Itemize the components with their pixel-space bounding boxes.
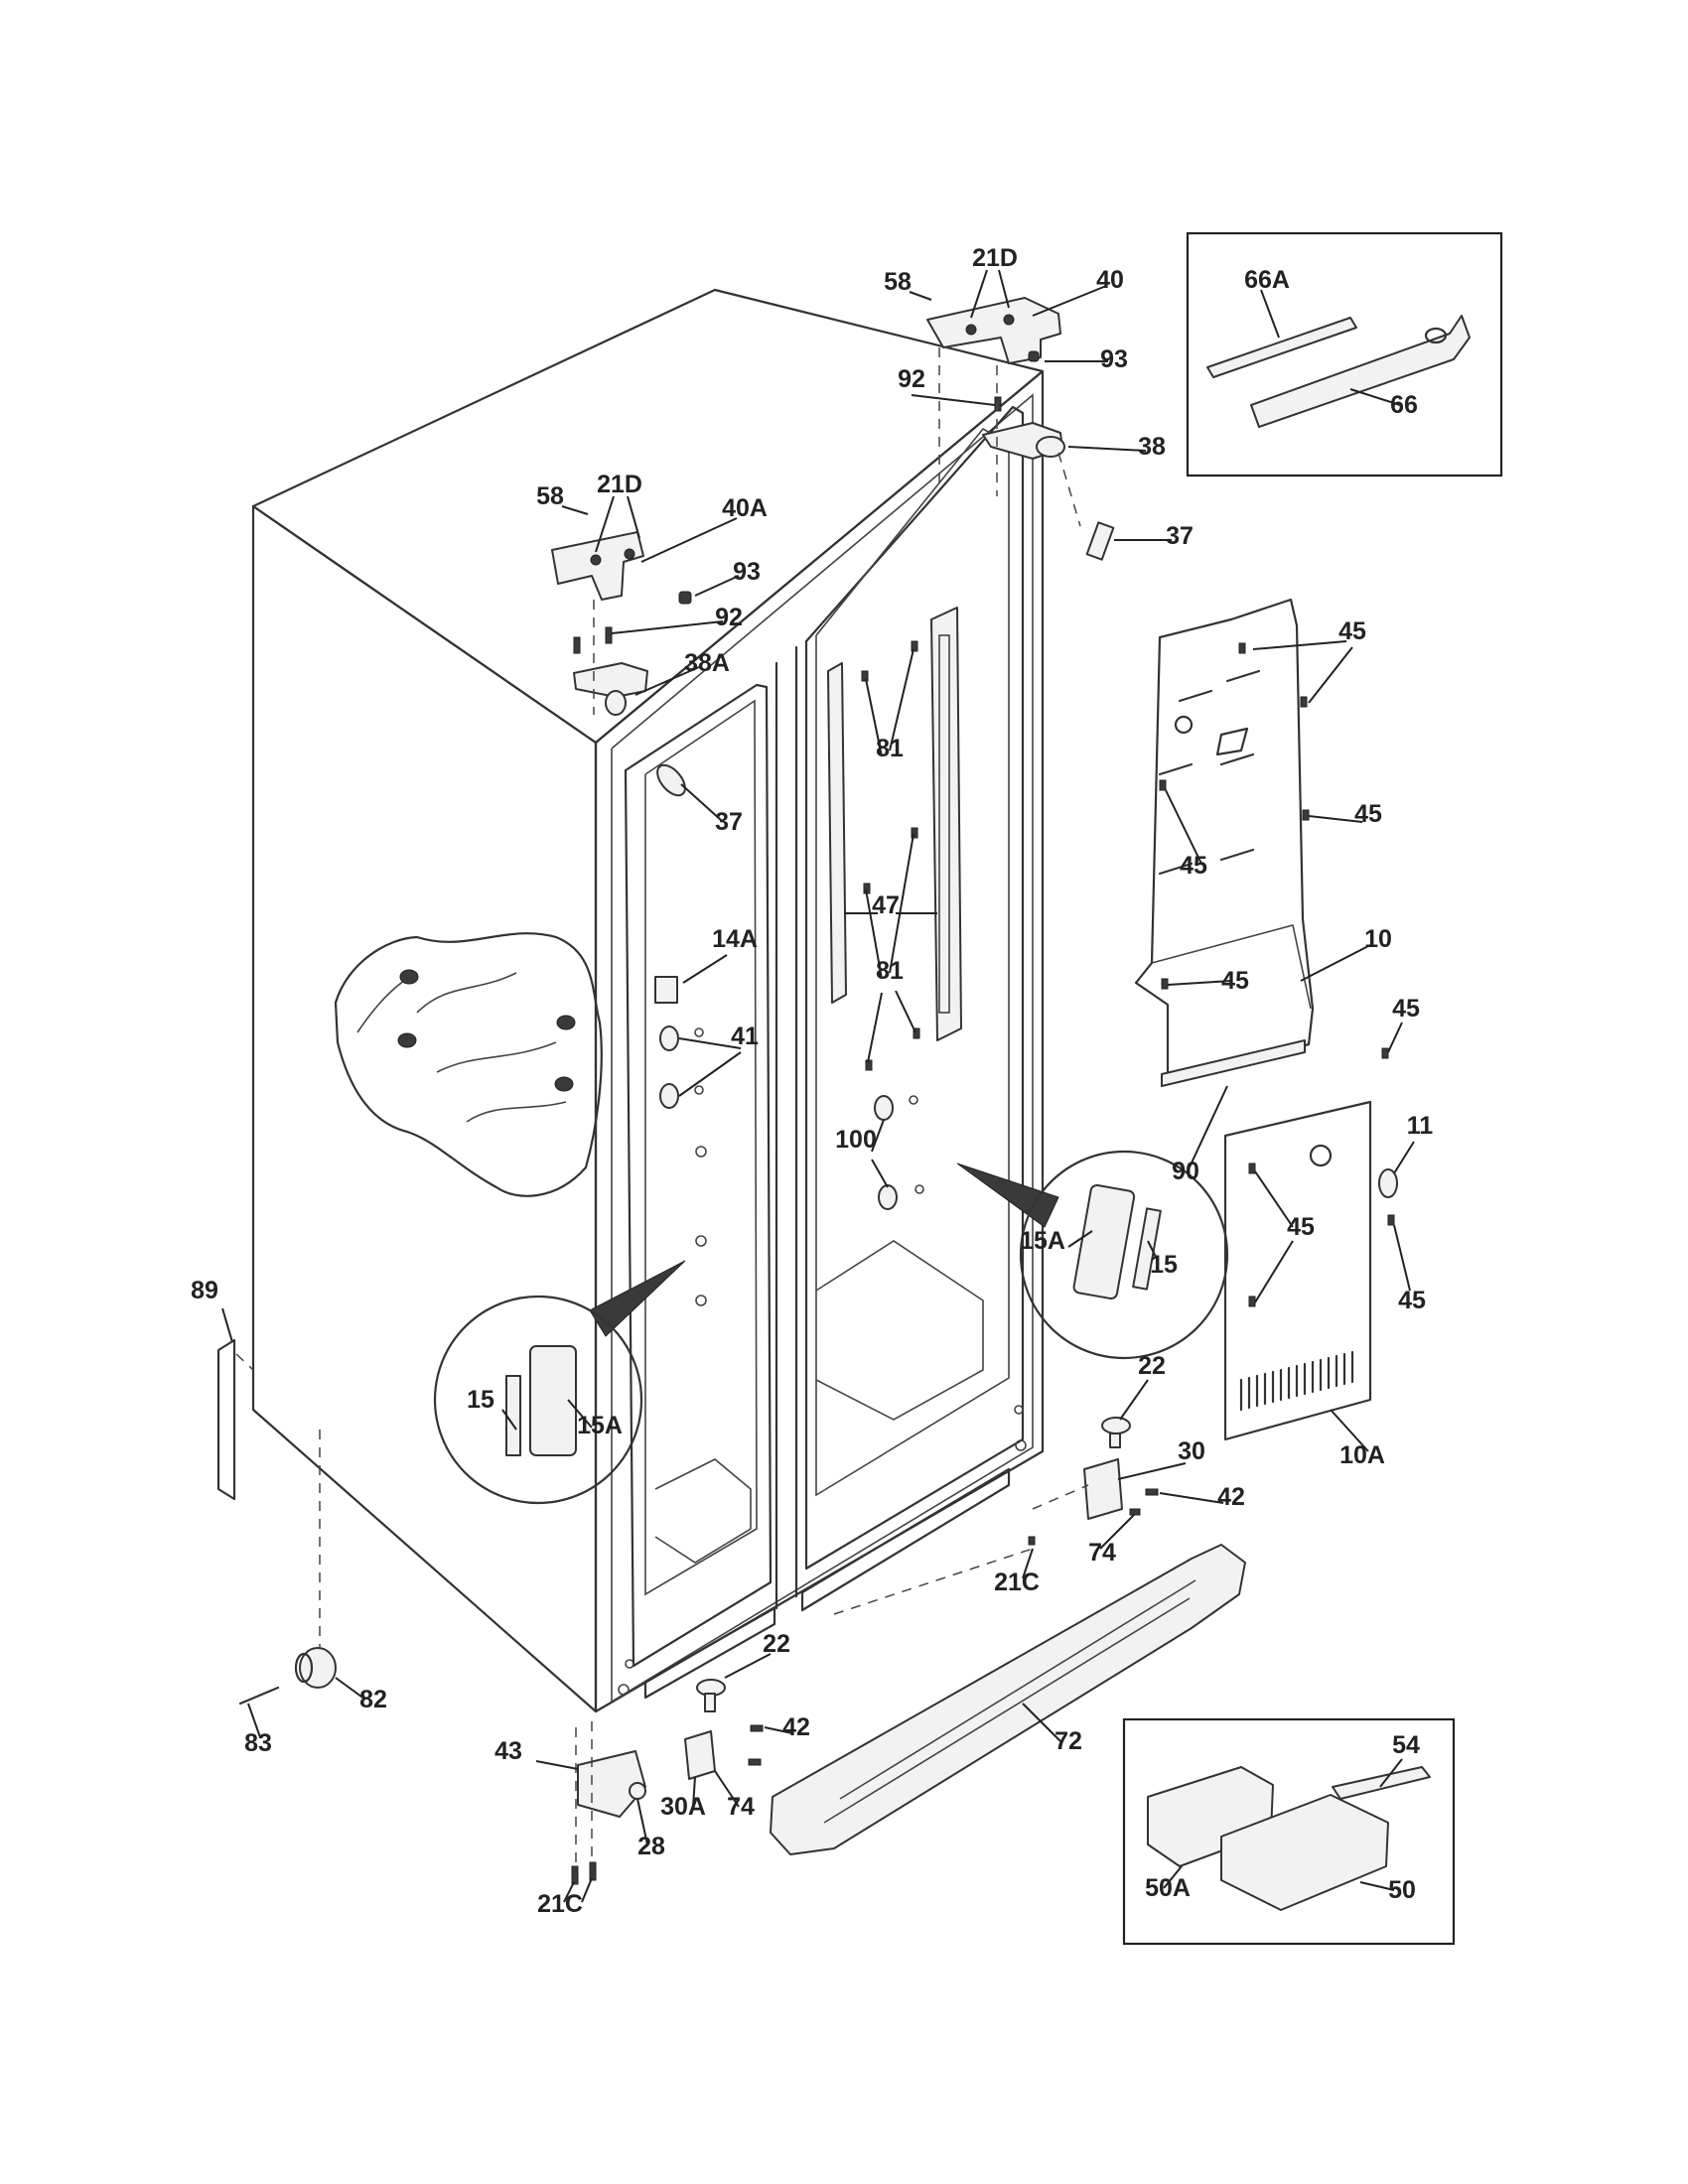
- hinge-30A: [684, 1730, 716, 1780]
- part-label-58: 58: [536, 482, 564, 510]
- part-label-43: 43: [494, 1737, 522, 1765]
- part-54: [1332, 1766, 1431, 1800]
- part-label-90: 90: [1172, 1158, 1199, 1185]
- plug-11: [1378, 1168, 1398, 1198]
- part-label-15: 15: [467, 1386, 494, 1414]
- part-label-10: 10: [1364, 925, 1392, 953]
- part-number-labels: 21D 58 40 93 92 38 37 58 21D 40A 93 92 38A 37 14A 41 81 8…: [191, 244, 1433, 1918]
- part-label-82: 82: [359, 1686, 387, 1713]
- part-label-58: 58: [884, 268, 912, 296]
- cabinet-body: [251, 288, 1045, 1713]
- hinge-cover-40A: [551, 531, 644, 601]
- freezer-liner: [624, 683, 773, 1668]
- detail-callout-left: [433, 1260, 686, 1505]
- part-label-37: 37: [1166, 522, 1194, 550]
- part-label-54: 54: [1392, 1731, 1420, 1759]
- part-label-40: 40: [1096, 266, 1124, 294]
- part-label-42: 42: [1217, 1483, 1245, 1511]
- part-label-40a: 40A: [722, 494, 768, 522]
- part-label-45: 45: [1392, 995, 1420, 1023]
- pin-83: [238, 1686, 280, 1706]
- hinge-30: [1083, 1458, 1123, 1520]
- cabinet-left-side: [251, 504, 598, 1713]
- part-label-21c: 21C: [994, 1569, 1040, 1596]
- part-label-10a: 10A: [1339, 1441, 1385, 1469]
- top-hinge-left: [551, 531, 692, 797]
- part-label-66: 66: [1390, 391, 1418, 419]
- part-label-15a: 15A: [1020, 1227, 1065, 1255]
- rail-right: [930, 607, 962, 1041]
- part-label-72: 72: [1055, 1727, 1082, 1755]
- plug-37: [1085, 521, 1115, 561]
- part-label-38a: 38A: [684, 649, 730, 677]
- leader-lines: [221, 269, 1415, 1903]
- part-label-45: 45: [1180, 852, 1207, 880]
- part-label-66a: 66A: [1244, 266, 1290, 294]
- part-label-45: 45: [1398, 1287, 1426, 1314]
- part-label-47: 47: [872, 891, 900, 919]
- part-label-100: 100: [835, 1126, 877, 1154]
- part-label-92: 92: [898, 365, 925, 393]
- shelf-rails: [827, 607, 962, 1041]
- part-label-81: 81: [876, 735, 904, 762]
- part-label-50a: 50A: [1145, 1874, 1191, 1902]
- part-label-41: 41: [731, 1023, 759, 1050]
- part-label-89: 89: [191, 1277, 218, 1304]
- part-label-30: 30: [1178, 1437, 1205, 1465]
- part-label-14a: 14A: [712, 925, 758, 953]
- part-label-21d: 21D: [597, 471, 642, 498]
- part-label-74: 74: [727, 1793, 755, 1821]
- inset-50-parts: [1147, 1766, 1431, 1911]
- bracket-89: [216, 1338, 236, 1501]
- part-label-21d: 21D: [972, 244, 1018, 272]
- part-label-30a: 30A: [660, 1793, 706, 1821]
- insulation-cutaway: [334, 932, 603, 1197]
- rail-left: [827, 662, 847, 1004]
- part-label-45: 45: [1354, 800, 1382, 828]
- part-label-22: 22: [1138, 1352, 1166, 1380]
- liner-parts: [654, 640, 924, 1306]
- screws-45: [1159, 642, 1395, 1307]
- top-hinge-right: [926, 297, 1115, 561]
- part-label-15a: 15A: [577, 1412, 623, 1439]
- part-label-11: 11: [1407, 1112, 1434, 1140]
- part-label-93: 93: [1100, 345, 1128, 373]
- part-label-93: 93: [733, 558, 761, 586]
- part-14A: [654, 976, 678, 1004]
- rear-panel-10A: [1223, 1100, 1372, 1441]
- bottom-parts: [238, 1417, 1246, 1885]
- part-label-22: 22: [763, 1630, 790, 1658]
- fresh-food-liner: [804, 405, 1025, 1570]
- part-label-74: 74: [1088, 1539, 1116, 1567]
- part-label-28: 28: [637, 1833, 665, 1860]
- caster-43: [577, 1750, 646, 1818]
- part-label-83: 83: [244, 1729, 272, 1757]
- part-label-50: 50: [1388, 1876, 1416, 1904]
- inset-66-parts: [1206, 315, 1471, 428]
- part-label-38: 38: [1138, 433, 1166, 461]
- part-label-81: 81: [876, 957, 904, 985]
- part-label-92: 92: [715, 604, 743, 631]
- part-label-45: 45: [1221, 967, 1249, 995]
- strip-90: [1161, 1039, 1306, 1087]
- part-label-37: 37: [715, 808, 743, 836]
- rear-panel-10: [1134, 598, 1315, 1084]
- part-label-42: 42: [782, 1713, 810, 1741]
- part-label-15: 15: [1150, 1251, 1178, 1279]
- cabinet-front-frame: [594, 369, 1045, 1713]
- part-label-45: 45: [1338, 617, 1366, 645]
- part-label-21c: 21C: [537, 1890, 583, 1918]
- plug-37-left: [656, 763, 686, 797]
- part-label-45: 45: [1287, 1213, 1315, 1241]
- hinge-cover-40: [926, 297, 1061, 364]
